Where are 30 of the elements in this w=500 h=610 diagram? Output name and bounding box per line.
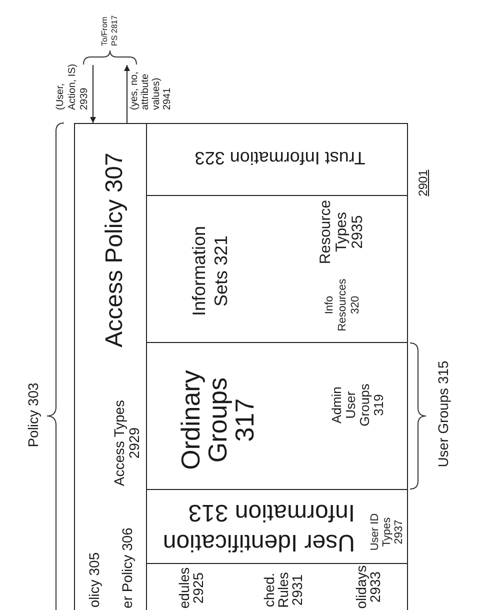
brace-label: User Groups 315 — [435, 360, 451, 468]
item-label: Admin User Groups 319 — [330, 384, 386, 426]
figure-number: 2901 — [416, 170, 430, 196]
table-cell — [147, 195, 408, 342]
section-title: er Policy 306 — [119, 528, 135, 608]
item-label: User ID Types 2937 — [369, 512, 405, 552]
item-label: olidays 2933 — [354, 565, 382, 609]
table-cell — [147, 563, 408, 610]
item-label: edules 2925 — [177, 567, 205, 609]
table-cell — [147, 342, 408, 489]
section-title: User Identification Information 313 — [162, 498, 355, 557]
table-cell — [147, 123, 408, 195]
section-title: Access Policy 307 — [101, 152, 129, 348]
item-label: Resource Types 2935 — [318, 200, 366, 264]
section-title: olicy 305 — [86, 552, 102, 608]
item-label: Access Types 2929 — [112, 398, 142, 488]
brace-label: To/From PS 2817 — [100, 14, 120, 46]
curly-brace — [83, 50, 137, 65]
table-cell — [74, 123, 147, 610]
section-title: Trust Information 323 — [194, 147, 366, 169]
table-cell — [147, 489, 408, 563]
section-title: Information Sets 321 — [188, 226, 232, 316]
edge-label: (yes, no, attribute values) 2941 — [129, 70, 173, 110]
section-title: Ordinary Groups 317 — [178, 370, 258, 470]
arrow — [90, 64, 96, 124]
item-label: Info Resources 320 — [324, 278, 362, 332]
brace-label: Policy 303 — [25, 382, 41, 448]
item-label: ched. Rules 2931 — [262, 572, 304, 608]
edge-label: (User, Action, IS) 2939 — [55, 62, 91, 110]
arrow — [124, 64, 130, 124]
